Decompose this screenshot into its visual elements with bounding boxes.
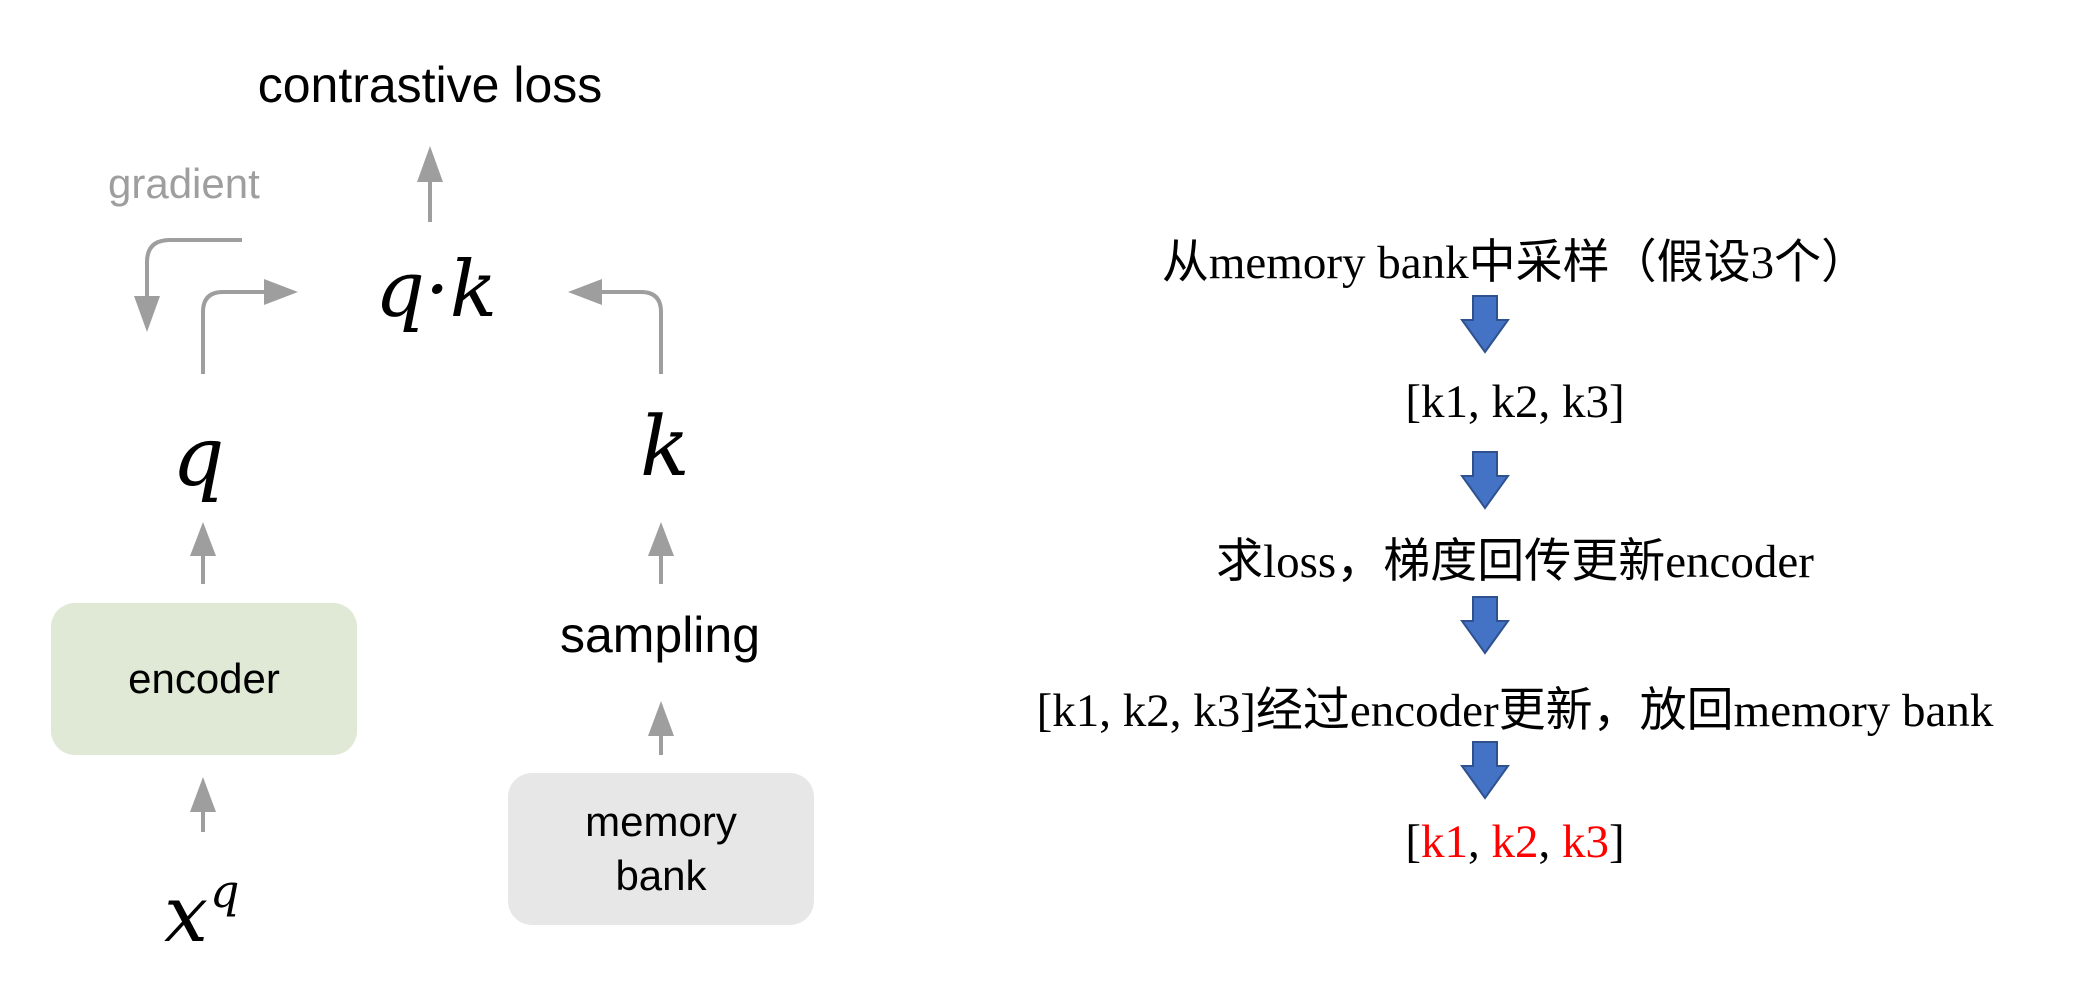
encoder-label: encoder <box>128 655 280 702</box>
arrow-to-loss <box>417 146 443 222</box>
flow-arrow-3 <box>1460 596 1510 655</box>
separator-2: , <box>1538 816 1562 868</box>
qk-label: q·k <box>375 245 497 335</box>
separator-1: , <box>1468 816 1492 868</box>
flow-arrow-1 <box>1460 295 1510 354</box>
flow-step-keys: [k1, k2, k3] <box>1405 376 1625 428</box>
gradient-arrow <box>134 238 242 332</box>
q-label: q <box>172 410 225 505</box>
flow-arrow-2 <box>1460 451 1510 510</box>
flow-step-final-keys: [k1, k2, k3] <box>950 815 2080 869</box>
q-to-qk-arrow <box>201 279 298 374</box>
gradient-label: gradient <box>108 160 260 207</box>
sampling-label: sampling <box>559 607 761 663</box>
k-to-qk-arrow <box>568 279 663 374</box>
flow-arrow-4 <box>1460 741 1510 800</box>
xq-label: xq <box>164 864 239 960</box>
flow-step-loss: 求loss，梯度回传更新encoder <box>1216 536 1814 588</box>
memory-to-sampling-arrow <box>648 701 674 755</box>
memory-bank-box: memory bank <box>508 773 814 925</box>
memory-bank-line1: memory <box>585 798 737 845</box>
updated-key-k2: k2 <box>1491 816 1539 868</box>
xq-superscript: q <box>210 864 240 918</box>
contrastive-loss-label: contrastive loss <box>257 57 603 113</box>
flow-step-sample: 从memory bank中采样（假设3个） <box>1161 237 1869 289</box>
updated-key-k1: k1 <box>1421 816 1468 868</box>
gray-arrows <box>134 146 674 832</box>
blue-flow-arrows <box>1460 295 1510 800</box>
memory-bank-line2: bank <box>615 852 707 899</box>
flow-step-update: [k1, k2, k3]经过encoder更新，放回memory bank <box>1036 685 1994 737</box>
xq-base: x <box>164 870 208 960</box>
encoder-to-q-arrow <box>190 522 216 584</box>
updated-key-k3: k3 <box>1562 816 1609 868</box>
bracket-close: ] <box>1609 816 1625 868</box>
encoder-box: encoder <box>51 603 357 755</box>
sampling-to-k-arrow <box>648 522 674 584</box>
bracket-open: [ <box>1405 816 1421 868</box>
k-label: k <box>640 400 690 495</box>
xq-to-encoder-arrow <box>190 777 216 832</box>
